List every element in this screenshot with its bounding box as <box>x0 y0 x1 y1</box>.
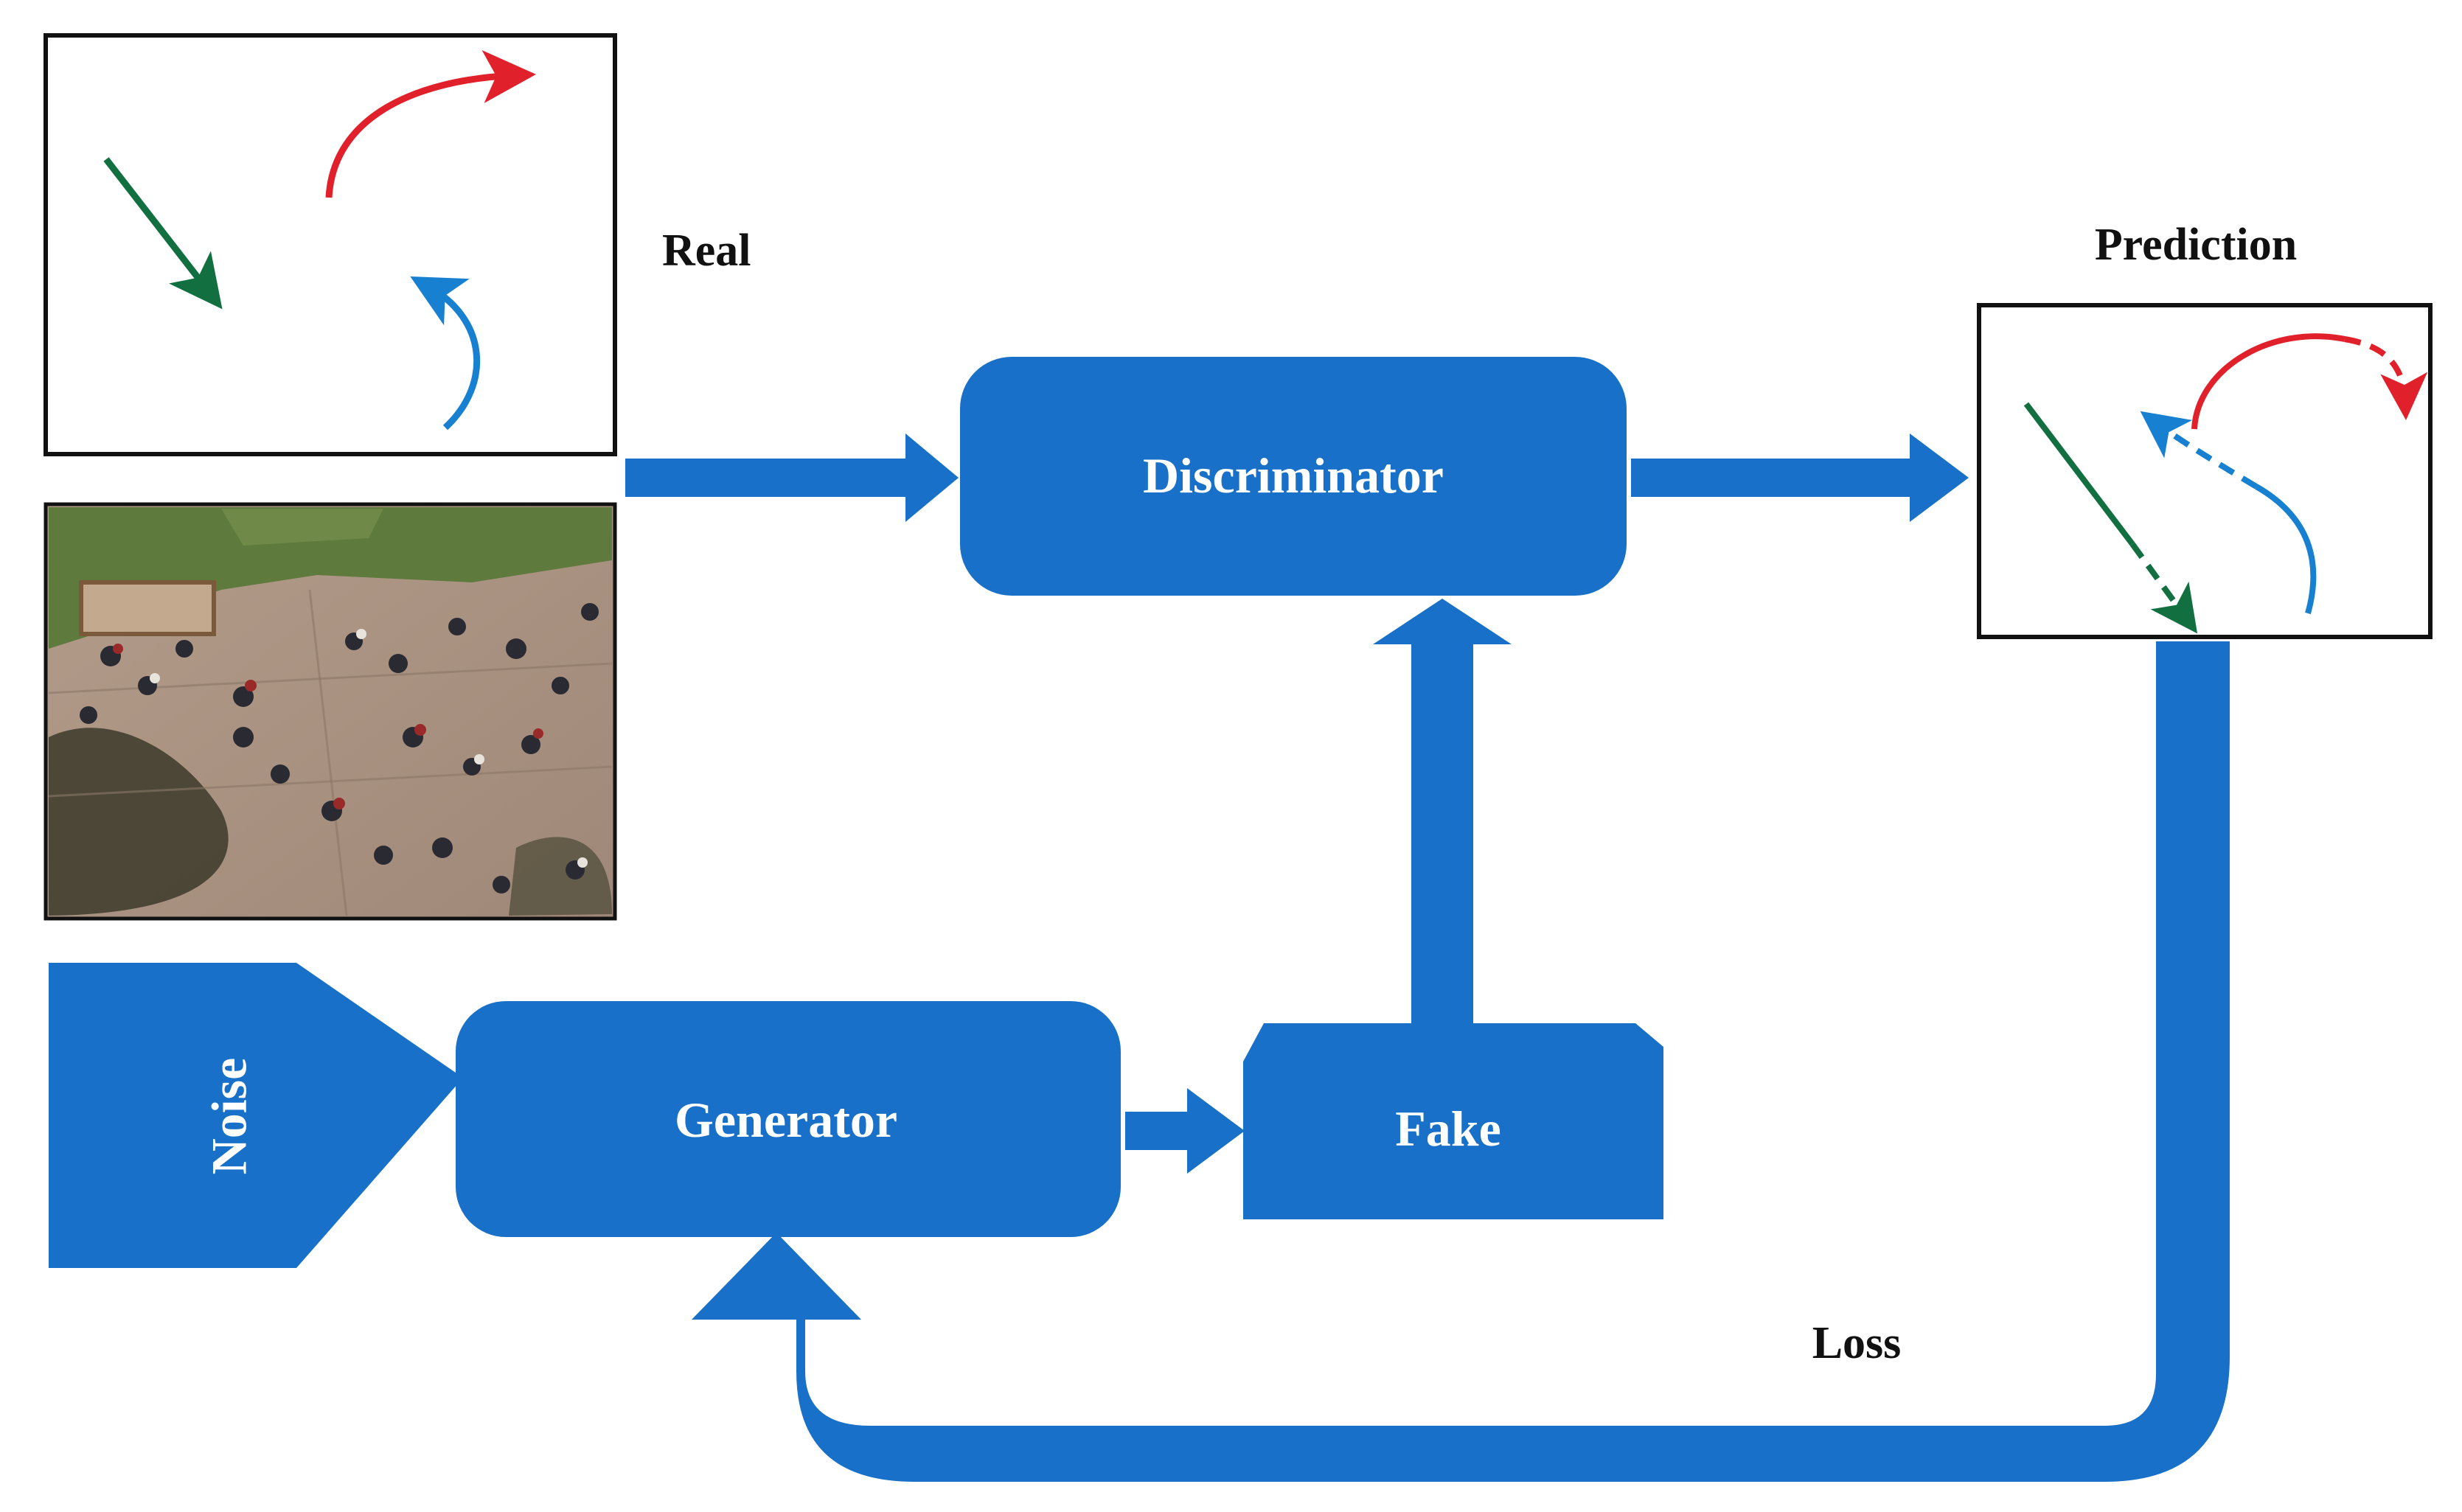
noise-label: Noise <box>201 1058 257 1175</box>
crowd-scene-photo <box>44 502 617 921</box>
real-to-discriminator-arrow <box>625 433 959 522</box>
generator-block <box>456 1001 1121 1237</box>
red-prediction-solid <box>2191 333 2345 430</box>
fake-block <box>1243 1023 1663 1219</box>
generator-to-fake-arrow <box>1125 1088 1245 1174</box>
fake-label: Fake <box>1395 1101 1501 1157</box>
loss-label: Loss <box>1812 1318 1902 1368</box>
red-trajectory <box>325 49 536 198</box>
discriminator-to-prediction-arrow <box>1631 433 1969 522</box>
green-trajectory <box>103 157 223 310</box>
prediction-panel <box>1977 303 2433 639</box>
generator-label: Generator <box>675 1092 897 1148</box>
real-trajectory-panel <box>44 33 617 456</box>
blue-trajectory <box>410 276 481 431</box>
blue-prediction-solid <box>2255 484 2317 615</box>
discriminator-block <box>960 357 1627 596</box>
discriminator-label: Discriminator <box>1143 447 1444 504</box>
trajectory-arrows-icon <box>103 49 536 431</box>
predicted-trajectory-arrows-icon <box>2023 333 2428 634</box>
noise-block <box>49 963 463 1268</box>
red-prediction-dashed <box>2344 336 2428 420</box>
green-prediction-dashed <box>2129 542 2198 634</box>
fake-to-discriminator-arrow <box>1373 599 1512 1023</box>
blue-prediction-dashed <box>2140 411 2258 490</box>
prediction-label: Prediction <box>2095 220 2297 270</box>
green-prediction-solid <box>2023 402 2135 546</box>
real-label: Real <box>662 226 751 276</box>
